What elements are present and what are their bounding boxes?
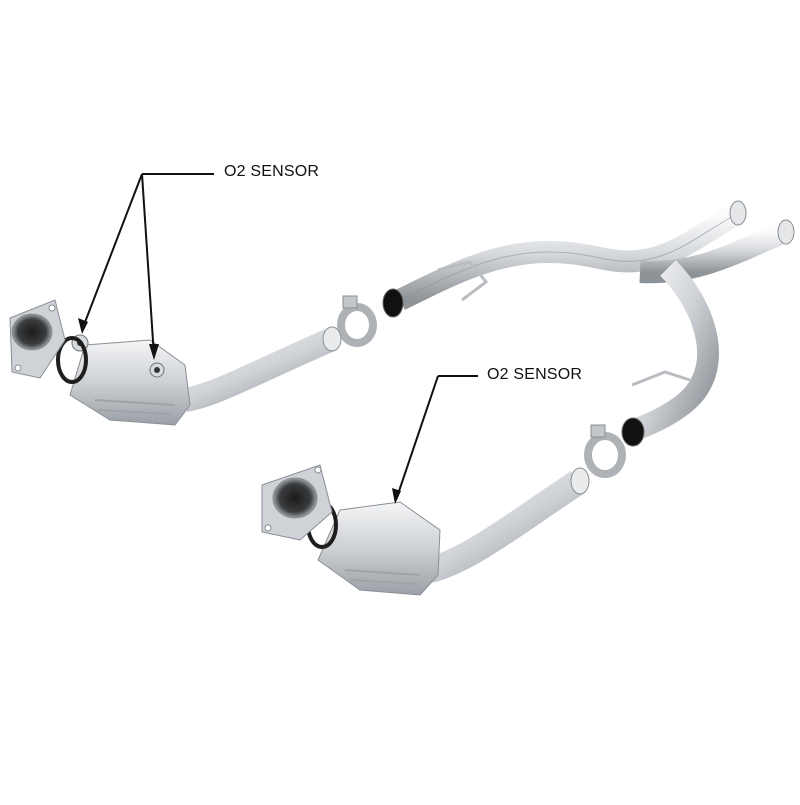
upper-gasket	[56, 336, 88, 384]
lower-outlet-pipe	[426, 471, 586, 583]
x-pipe-lower-branch	[635, 260, 719, 439]
hanger-upper	[437, 260, 489, 302]
leader-top-arrow-1	[81, 173, 143, 331]
clamp-lower	[584, 424, 626, 478]
leader-top-arrow-2	[141, 173, 155, 357]
upper-inlet-opening	[382, 288, 404, 318]
hanger-lower	[631, 370, 691, 387]
lower-inlet-opening	[621, 417, 645, 447]
lower-cat-body	[317, 501, 441, 596]
leader-bottom-arrow	[395, 375, 439, 501]
upper-outlet-pipe	[182, 329, 335, 412]
upper-outlet-end	[729, 200, 747, 226]
x-pipe	[382, 200, 795, 447]
callout-leaders	[78, 173, 478, 504]
o2-sensor-label-bottom: O2 SENSOR	[487, 366, 583, 383]
upper-converter-assembly	[9, 299, 342, 426]
lower-converter-assembly	[261, 464, 590, 596]
o2-sensor-label-top: O2 SENSOR	[224, 163, 320, 180]
right-outlet-end	[777, 219, 795, 245]
clamp-upper	[337, 295, 377, 347]
x-pipe-right-branch	[639, 221, 790, 284]
